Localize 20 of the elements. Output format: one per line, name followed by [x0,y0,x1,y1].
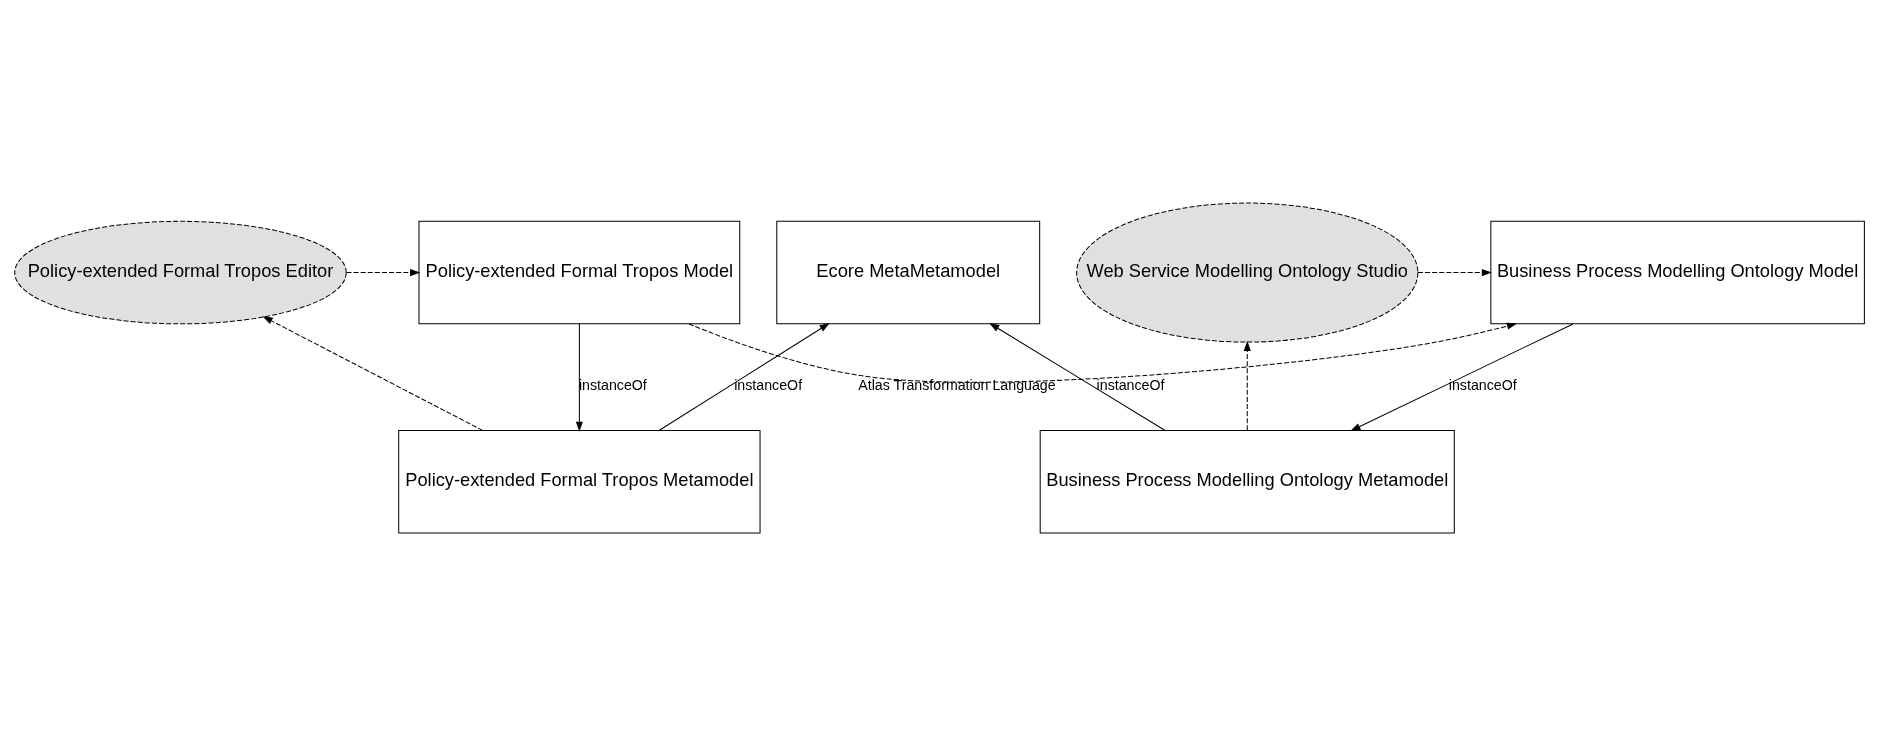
node-box: Business Process Modelling Ontology Model [1490,220,1865,325]
edge-label: instanceOf [734,377,803,394]
edge-label: Atlas Transformation Language [858,377,1056,394]
node-ellipse: Web Service Modelling Ontology Studio [1076,202,1419,343]
arrow [658,323,830,431]
edge-label: instanceOf [578,377,647,394]
node-box: Ecore MetaMetamodel [776,220,1041,325]
arrow [989,323,1166,431]
arrow [345,269,421,277]
arrow [575,323,583,432]
arrow [688,322,1518,383]
edge-label: instanceOf [1448,377,1517,394]
arrow [1350,323,1574,432]
node-box: Policy-extended Formal Tropos Model [418,220,741,325]
arrow [262,316,484,431]
edge-label: instanceOf [1096,377,1165,394]
arrow [1243,340,1251,431]
node-box: Policy-extended Formal Tropos Metamodel [398,429,761,534]
node-box: Business Process Modelling Ontology Metamodel [1039,429,1455,534]
arrow [1417,269,1492,277]
